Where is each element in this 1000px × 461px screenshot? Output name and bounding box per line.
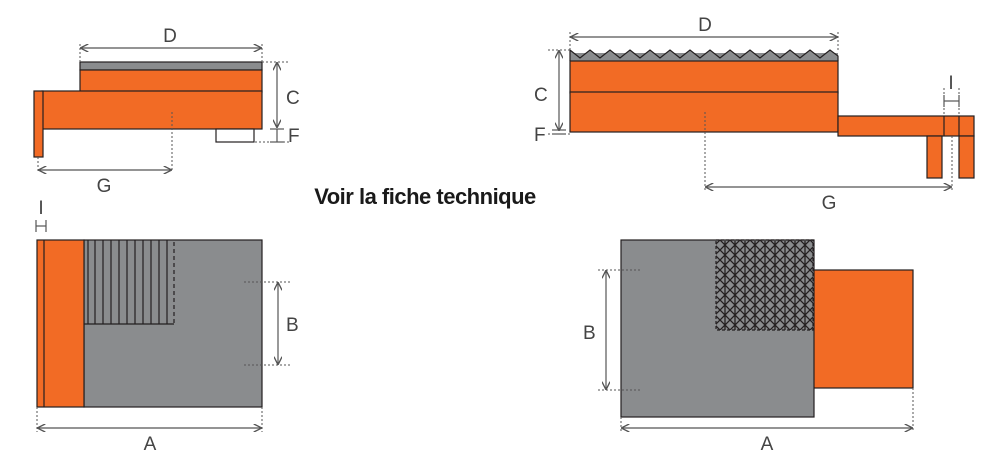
upper-orange-body-right bbox=[569, 60, 839, 94]
grey-top-plate bbox=[79, 61, 263, 71]
technical-sheet-link[interactable]: Voir la fiche technique bbox=[314, 184, 536, 209]
orange-strip-left bbox=[36, 239, 85, 408]
dim-label-b-left: B bbox=[286, 315, 299, 336]
dim-label-c-right: C bbox=[534, 85, 548, 106]
dim-label-f-right: F bbox=[534, 125, 546, 146]
front-lip bbox=[33, 90, 44, 158]
dim-label-a-left: A bbox=[144, 434, 157, 455]
side-view-right: D C F I G bbox=[534, 15, 975, 214]
orange-arm-top bbox=[812, 269, 914, 389]
dim-label-b-right: B bbox=[583, 323, 596, 344]
dim-label-g-right: G bbox=[822, 193, 837, 214]
arm bbox=[837, 115, 975, 137]
dim-label-a-right: A bbox=[761, 434, 774, 455]
slat-grid bbox=[84, 240, 174, 325]
upper-orange-body bbox=[79, 69, 263, 93]
leg-1 bbox=[926, 135, 943, 179]
dim-label-g-left: G bbox=[97, 176, 112, 197]
dim-label-f-left: F bbox=[288, 126, 300, 147]
foot bbox=[215, 128, 255, 143]
leg-2 bbox=[958, 135, 975, 179]
lower-orange-body-right bbox=[569, 91, 839, 133]
lower-orange-body bbox=[41, 90, 263, 130]
lattice-grid bbox=[716, 240, 813, 330]
dim-label-i-right: I bbox=[948, 73, 953, 94]
side-view-left: D C F G bbox=[33, 26, 300, 197]
dim-label-d-right: D bbox=[698, 15, 712, 36]
top-view-left: B A I bbox=[35, 198, 299, 455]
dim-label-i-left: I bbox=[38, 198, 43, 219]
dim-label-d-left: D bbox=[163, 26, 177, 47]
dim-label-c-left: C bbox=[286, 88, 300, 109]
sawtooth-top bbox=[569, 48, 839, 61]
top-view-right: B A bbox=[583, 239, 914, 455]
